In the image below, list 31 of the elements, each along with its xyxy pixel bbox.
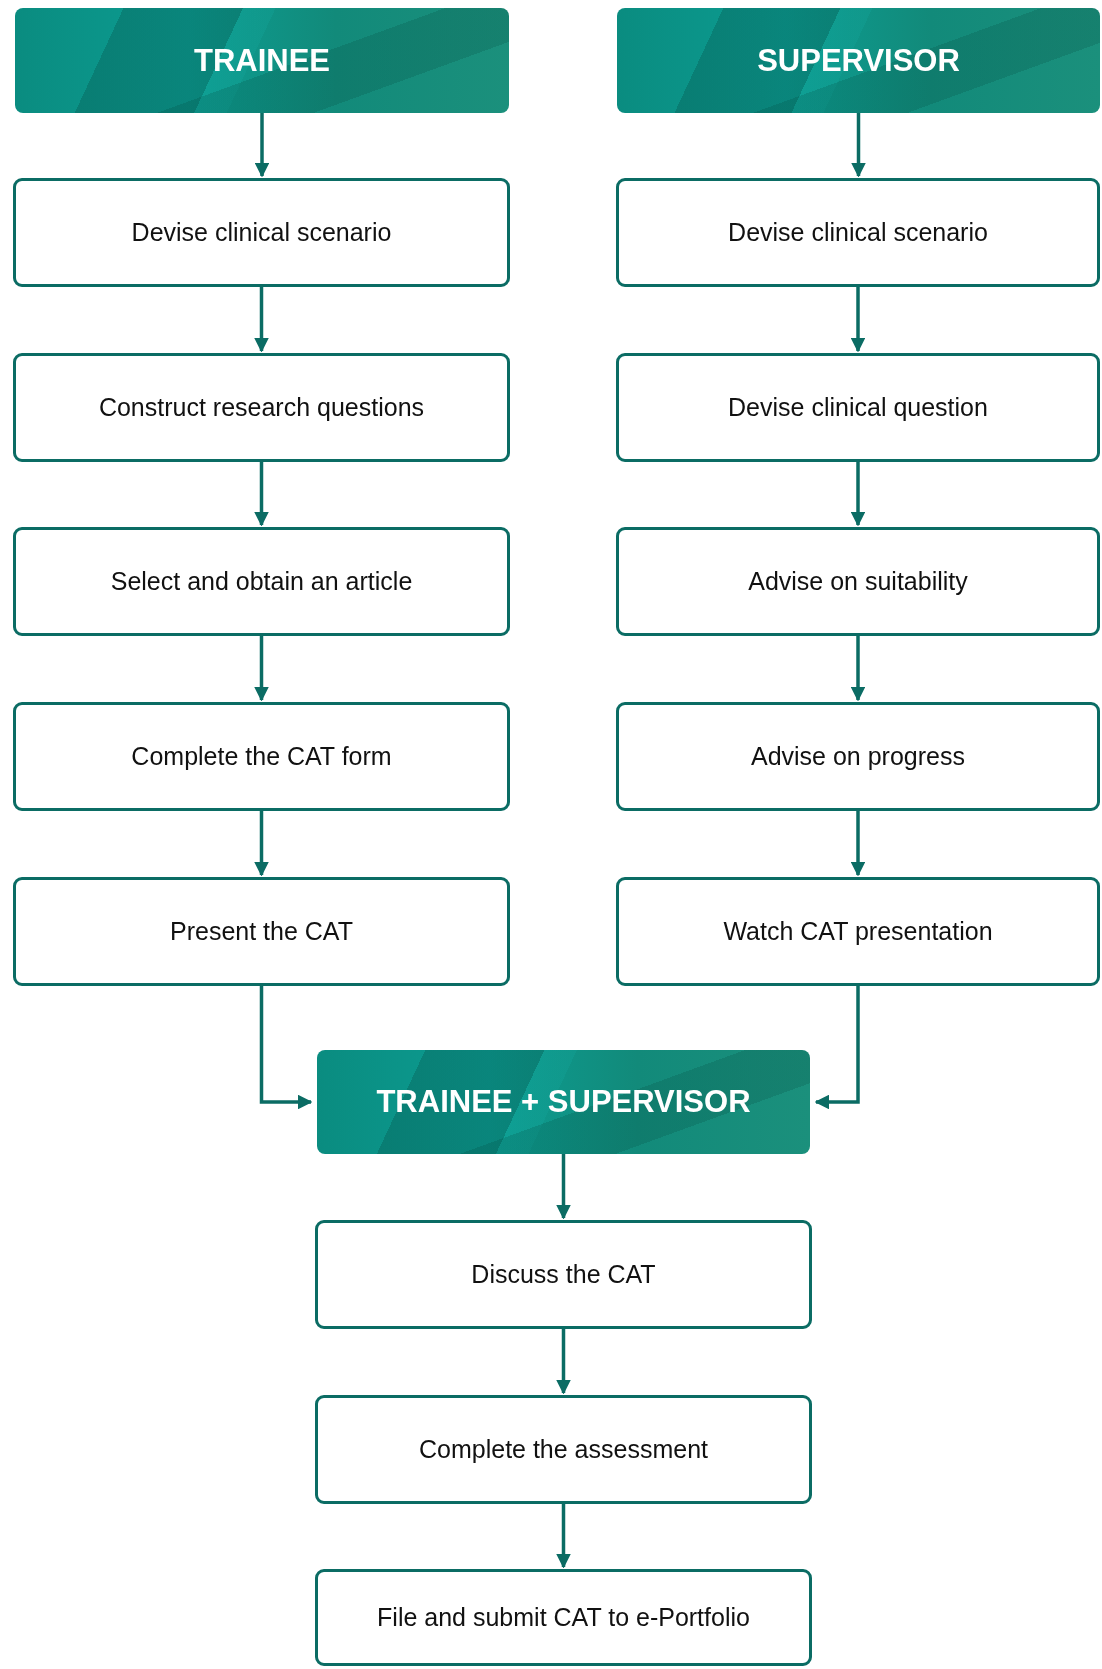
arrow [254,462,269,527]
arrow [254,811,269,877]
process-box: Complete the CAT form [13,702,510,811]
arrow [254,113,270,178]
process-box: File and submit CAT to e-Portfolio [315,1569,812,1666]
arrow [851,113,866,178]
process-box: Advise on suitability [616,527,1100,636]
arrow [556,1329,571,1395]
arrow [254,287,269,353]
arrow [556,1504,571,1569]
header-banner: SUPERVISOR [617,8,1100,113]
process-box: Devise clinical scenario [13,178,510,287]
process-box: Present the CAT [13,877,510,986]
process-box: Discuss the CAT [315,1220,812,1329]
arrow [259,986,313,1110]
arrow [850,811,866,877]
process-box: Construct research questions [13,353,510,462]
arrow [814,986,860,1110]
process-box: Devise clinical scenario [616,178,1100,287]
arrow [254,636,269,702]
process-box: Watch CAT presentation [616,877,1100,986]
arrow [850,287,866,353]
arrow [850,636,866,702]
header-banner: TRAINEE [15,8,509,113]
process-box: Advise on progress [616,702,1100,811]
process-box: Select and obtain an article [13,527,510,636]
arrow [850,462,866,527]
process-box: Devise clinical question [616,353,1100,462]
header-banner: TRAINEE + SUPERVISOR [317,1050,810,1154]
process-box: Complete the assessment [315,1395,812,1504]
arrow [556,1154,571,1220]
